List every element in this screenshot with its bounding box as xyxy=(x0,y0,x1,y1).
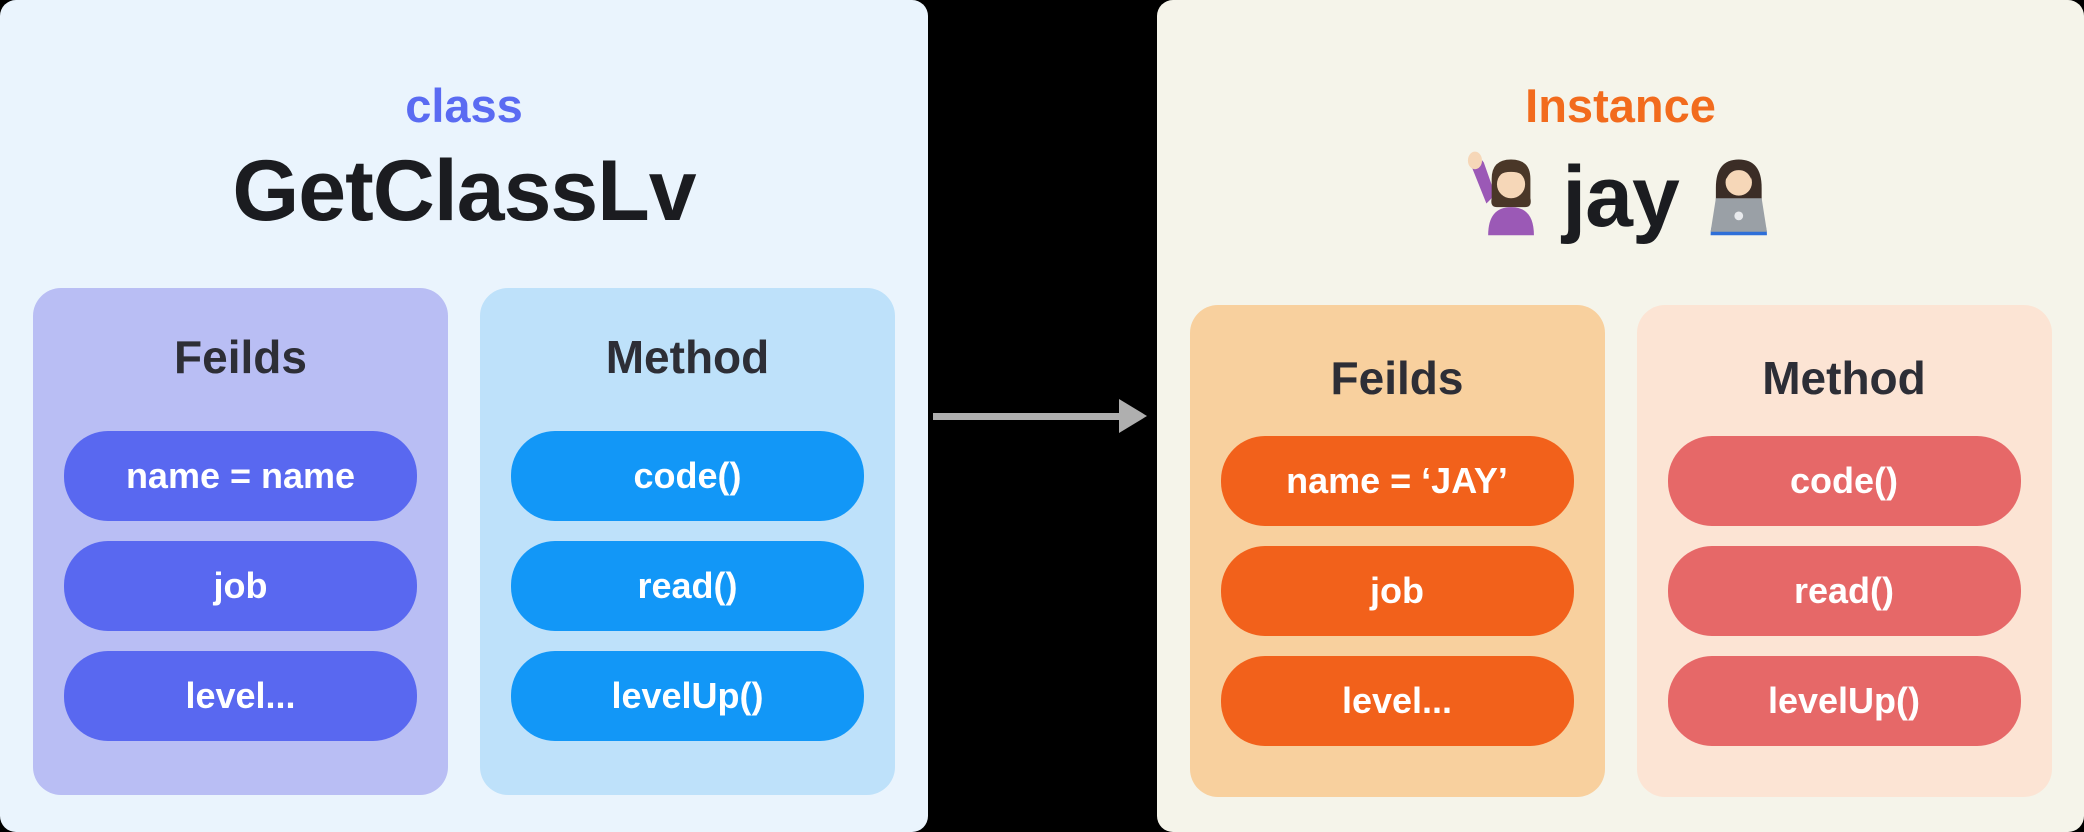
woman-technologist-emoji xyxy=(1693,149,1781,237)
instance-method-pill: levelUp() xyxy=(1667,656,2021,747)
class-fields-panel: Feilds name = name job level... xyxy=(33,288,448,795)
class-field-pill: level... xyxy=(64,651,417,742)
instance-method-pill: code() xyxy=(1667,436,2021,527)
instance-method-panel: Method code() read() levelUp() xyxy=(1636,305,2052,797)
class-kicker-label: class xyxy=(405,79,523,132)
class-method-pill: levelUp() xyxy=(511,651,864,742)
class-fields-pill-list: name = name job level... xyxy=(33,431,448,742)
class-to-instance-arrow xyxy=(933,396,1147,436)
class-method-pill-list: code() read() levelUp() xyxy=(480,431,895,742)
class-card: class GetClassLv Feilds name = name job … xyxy=(0,0,928,832)
instance-field-pill: job xyxy=(1220,546,1574,637)
instance-field-pill: name = ‘JAY’ xyxy=(1220,436,1574,527)
class-fields-panel-title: Feilds xyxy=(174,331,307,383)
class-field-pill: name = name xyxy=(64,431,417,522)
instance-title-row: jay xyxy=(1157,140,2084,245)
class-method-panel-title: Method xyxy=(605,331,770,383)
arrow-shaft xyxy=(933,413,1121,420)
class-panels-row: Feilds name = name job level... Method c… xyxy=(0,288,928,795)
instance-method-panel-title: Method xyxy=(1762,352,1926,404)
instance-field-pill: level... xyxy=(1220,656,1574,747)
instance-fields-pill-list: name = ‘JAY’ job level... xyxy=(1190,436,1605,747)
instance-fields-panel: Feilds name = ‘JAY’ job level... xyxy=(1189,305,1605,797)
class-method-pill: code() xyxy=(511,431,864,522)
arrow-head xyxy=(1119,399,1147,433)
class-method-pill: read() xyxy=(511,541,864,632)
instance-card: Instance jay Feild xyxy=(1157,0,2084,832)
instance-method-pill: read() xyxy=(1667,546,2021,637)
class-method-panel: Method code() read() levelUp() xyxy=(480,288,895,795)
instance-panels-row: Feilds name = ‘JAY’ job level... Method … xyxy=(1157,305,2084,797)
instance-fields-panel-title: Feilds xyxy=(1330,352,1464,404)
instance-method-pill-list: code() read() levelUp() xyxy=(1637,436,2052,747)
woman-raising-hand-emoji xyxy=(1460,149,1548,237)
instance-kicker-label: Instance xyxy=(1525,79,1716,132)
class-name-title: GetClassLv xyxy=(232,143,696,240)
class-field-pill: job xyxy=(64,541,417,632)
instance-name-title: jay xyxy=(1562,149,1680,246)
